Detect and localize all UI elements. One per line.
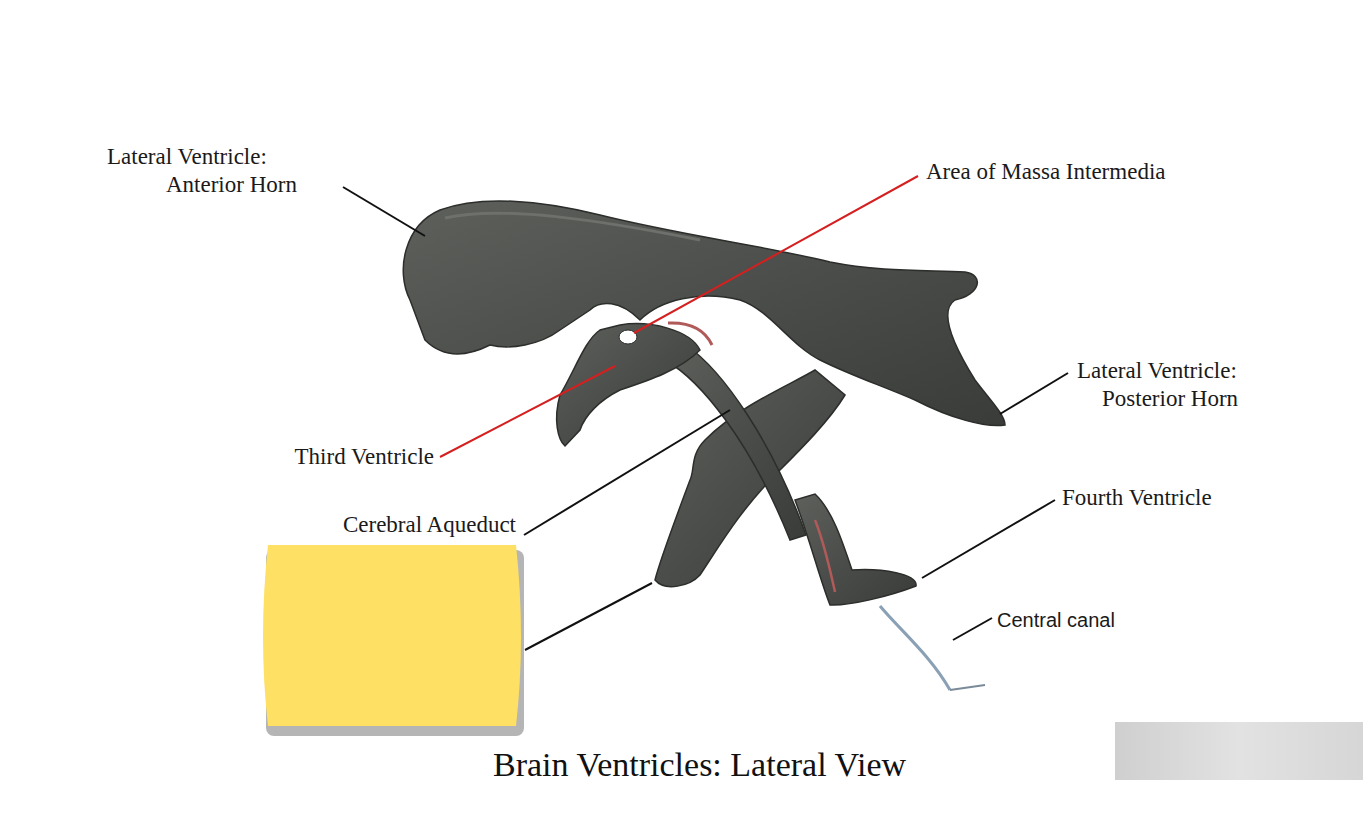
leader-line	[1000, 373, 1068, 414]
leader-line	[343, 187, 425, 236]
fourth-ventricle-shape	[795, 494, 916, 605]
choroid-accent	[668, 323, 712, 345]
part-label: Area of Massa Intermedia	[926, 158, 1165, 186]
part-label: Central canal	[997, 606, 1115, 634]
leader-line	[922, 500, 1055, 578]
lateral-ventricle-shape	[403, 201, 1005, 426]
central-canal-tick	[950, 685, 985, 690]
leader-line	[953, 618, 992, 640]
sticky-note	[263, 545, 521, 726]
central-canal-shape	[880, 606, 950, 690]
part-label: Lateral Ventricle: Posterior Horn	[1077, 357, 1302, 413]
part-label: Cerebral Aqueduct	[343, 511, 516, 539]
grey-bar	[1115, 722, 1363, 780]
aqueduct-shape	[665, 345, 806, 540]
leader-line	[525, 583, 652, 650]
choroid-accent	[815, 520, 835, 592]
leader-line	[440, 366, 615, 457]
leader-line	[524, 410, 730, 535]
part-label: Fourth Ventricle	[1062, 484, 1212, 512]
diagram-title: Brain Ventricles: Lateral View	[493, 745, 906, 785]
highlight	[445, 213, 700, 240]
leader-line	[634, 176, 918, 333]
part-label: Third Ventricle	[295, 443, 434, 471]
part-label: Lateral Ventricle: Anterior Horn	[107, 143, 326, 199]
